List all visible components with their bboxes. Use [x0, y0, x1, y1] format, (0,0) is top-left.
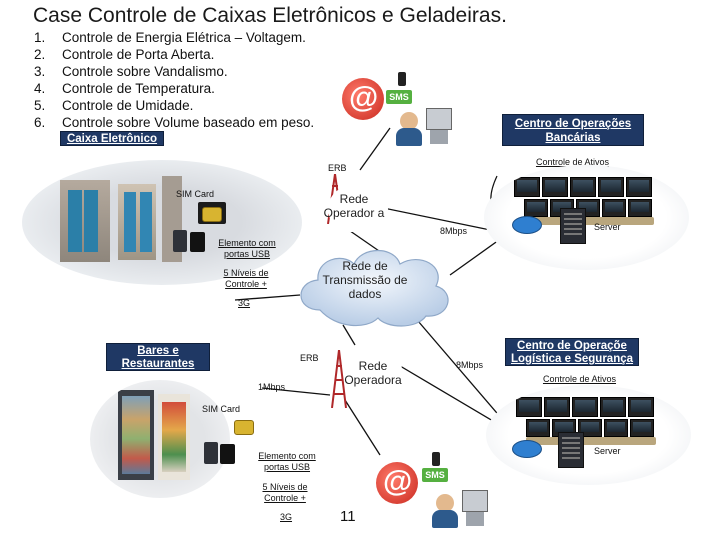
list-item: 5.Controle de Umidade. — [34, 98, 194, 113]
phone-icon — [398, 72, 406, 86]
bars-label: Bares e Restaurantes — [106, 343, 210, 371]
control-list: 1.Controle de Energia Elétrica – Voltage… — [34, 29, 314, 131]
bottom-sim-card-label: SIM Card — [202, 404, 241, 414]
bottom-person-at-computer-icon — [432, 488, 491, 532]
atm-photo — [22, 160, 302, 285]
top-niveis-label: 5 Níveis de Controle + — [223, 268, 269, 289]
top-usb-icon — [190, 232, 205, 252]
logistics-server-icon — [558, 432, 584, 468]
person-at-computer-icon — [396, 106, 455, 148]
link-transmission-cloud2 — [342, 324, 356, 346]
bank-speed-label: 8Mbps — [440, 226, 468, 236]
link-transmission-3g — [234, 294, 301, 301]
bank-assets-label: Controle de Ativos — [535, 157, 610, 167]
bank-server-icon — [560, 208, 586, 244]
bottom-sms-badge: SMS — [422, 468, 448, 482]
list-item: 6.Controle sobre Volume baseado em peso. — [34, 115, 315, 130]
bottom-erb-tower-icon — [331, 350, 347, 408]
list-item: 4.Controle de Temperatura. — [34, 81, 215, 96]
bank-ops-photo — [484, 165, 689, 270]
top-sim-card-icon — [202, 207, 222, 222]
logistics-assets-label: Controle de Ativos — [542, 374, 617, 384]
bottom-erb-label: ERB — [300, 353, 319, 363]
logistics-speed-label: 8Mbps — [456, 360, 484, 370]
bank-router-icon — [512, 216, 542, 234]
top-ups-icon — [173, 230, 187, 252]
transmission-cloud — [300, 250, 449, 327]
bottom-usb-icon — [220, 444, 235, 464]
sms-badge: SMS — [386, 90, 412, 104]
bottom-speed-label: 1Mbps — [258, 382, 286, 392]
top-operator-cloud — [328, 186, 388, 232]
logistics-server-label: Server — [594, 446, 621, 456]
bank-operations-center: Centro de Operações Bancárias — [502, 114, 644, 146]
bottom-niveis-label: 5 Níveis de Controle + — [262, 482, 308, 503]
top-erb-label: ERB — [328, 163, 347, 173]
bottom-operator-cloud — [346, 352, 402, 388]
list-item: 2.Controle de Porta Aberta. — [34, 47, 215, 62]
page-title: Case Controle de Caixas Eletrônicos e Ge… — [33, 4, 507, 27]
list-item: 1.Controle de Energia Elétrica – Voltage… — [34, 30, 306, 45]
top-sim-card-label: SIM Card — [176, 189, 215, 199]
link-erb2-1mbps — [261, 387, 331, 396]
bank-server-label: Server — [594, 222, 621, 232]
bottom-operator-cloud-label: Rede Operadora — [344, 359, 402, 387]
page-number: 11 — [340, 508, 356, 525]
list-item: 3.Controle sobre Vandalismo. — [34, 64, 228, 79]
link-erb-sms — [359, 127, 391, 171]
transmission-cloud-label: Rede de Transmissão de dados — [322, 259, 408, 301]
link-erb2-sms — [344, 399, 381, 456]
bottom-phone-icon — [432, 452, 440, 466]
atm-label: Caixa Eletrônico — [60, 131, 164, 146]
top-3g-label: 3G — [238, 298, 251, 308]
bottom-ups-icon — [204, 442, 218, 464]
bottom-usb-label: Elemento com portas USB — [258, 451, 316, 472]
bottom-sim-card-icon — [234, 420, 254, 435]
logistics-router-icon — [512, 440, 542, 458]
fridge-photo — [90, 380, 230, 498]
logistics-operations-center: Centro de Operaçõe Logística e Segurança — [505, 338, 639, 366]
bottom-3g-label: 3G — [280, 512, 293, 522]
logistics-ops-photo — [486, 385, 691, 485]
bottom-at-icon: @ — [376, 462, 418, 504]
top-usb-label: Elemento com portas USB — [218, 238, 276, 259]
at-icon: @ — [342, 78, 384, 120]
top-operator-cloud-label: Rede Operador a — [323, 192, 385, 220]
